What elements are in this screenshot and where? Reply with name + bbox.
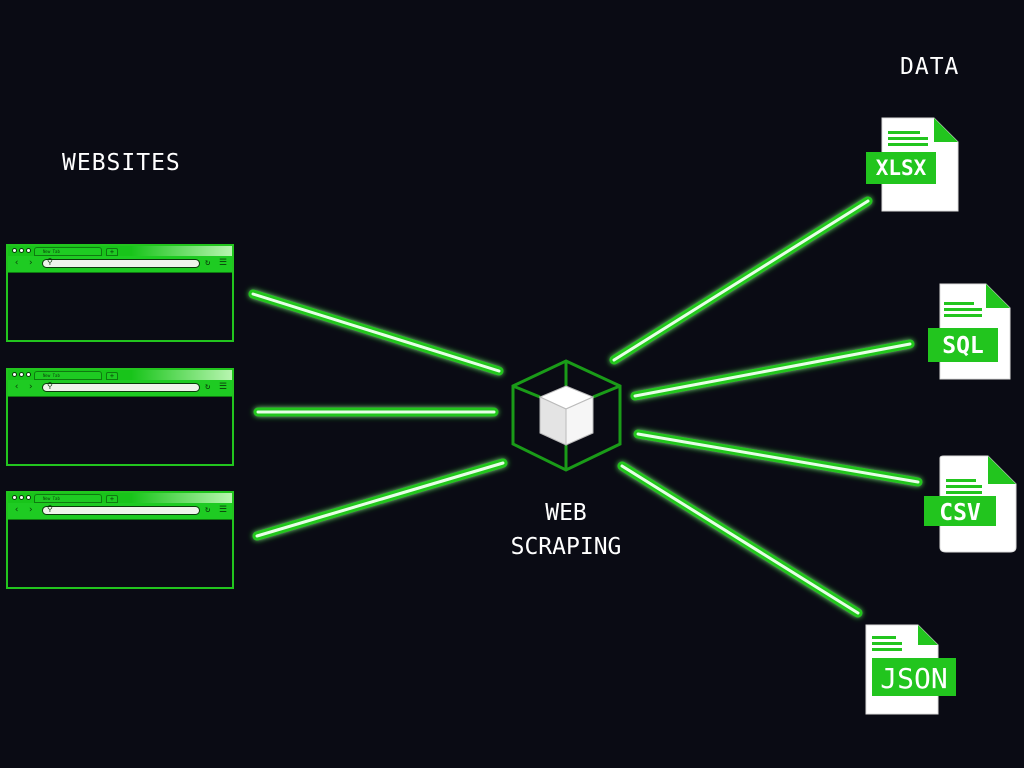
xlsx-label: XLSX bbox=[876, 156, 927, 180]
menu-icon[interactable]: ☰ bbox=[219, 505, 228, 515]
new-tab-button[interactable]: + bbox=[106, 495, 118, 503]
forward-icon[interactable]: › bbox=[28, 505, 34, 515]
address-bar[interactable]: ⚲ bbox=[42, 504, 200, 515]
browser-tab[interactable]: New Tab bbox=[34, 247, 102, 256]
cube-icon bbox=[511, 359, 622, 472]
window-dot-icon bbox=[12, 495, 17, 500]
window-dot-icon bbox=[19, 372, 24, 377]
window-dot-icon bbox=[26, 372, 31, 377]
reload-icon[interactable]: ↻ bbox=[205, 505, 211, 515]
back-icon[interactable]: ‹ bbox=[14, 258, 20, 268]
forward-icon[interactable]: › bbox=[28, 382, 34, 392]
back-icon[interactable]: ‹ bbox=[14, 505, 20, 515]
new-tab-button[interactable]: + bbox=[106, 372, 118, 380]
search-icon: ⚲ bbox=[47, 381, 53, 390]
websites-heading: WEBSITES bbox=[62, 150, 181, 176]
browser-toolbar: ‹ › ⚲ ↻ ☰ bbox=[8, 380, 232, 397]
back-icon[interactable]: ‹ bbox=[14, 382, 20, 392]
browser-tabbar: New Tab + bbox=[8, 246, 232, 256]
hub-label-line1: WEB bbox=[545, 500, 587, 526]
address-bar[interactable]: ⚲ bbox=[42, 257, 200, 268]
csv-label: CSV bbox=[939, 500, 981, 526]
window-dot-icon bbox=[12, 372, 17, 377]
browser-tab[interactable]: New Tab bbox=[34, 494, 102, 503]
window-dot-icon bbox=[26, 495, 31, 500]
web-scraping-label: WEB SCRAPING bbox=[496, 496, 636, 564]
hub-label-line2: SCRAPING bbox=[510, 534, 622, 560]
browser-toolbar: ‹ › ⚲ ↻ ☰ bbox=[8, 503, 232, 520]
browser-tabbar: New Tab + bbox=[8, 493, 232, 503]
browser-window-1: New Tab + ‹ › ⚲ ↻ ☰ bbox=[6, 244, 234, 342]
reload-icon[interactable]: ↻ bbox=[205, 258, 211, 268]
csv-file-icon: CSV bbox=[924, 455, 1017, 553]
json-label: JSON bbox=[880, 662, 947, 695]
browser-tab[interactable]: New Tab bbox=[34, 371, 102, 380]
browser-toolbar: ‹ › ⚲ ↻ ☰ bbox=[8, 256, 232, 273]
window-dot-icon bbox=[26, 248, 31, 253]
browser-window-2: New Tab + ‹ › ⚲ ↻ ☰ bbox=[6, 368, 234, 466]
reload-icon[interactable]: ↻ bbox=[205, 382, 211, 392]
window-dot-icon bbox=[19, 248, 24, 253]
sql-label: SQL bbox=[942, 333, 984, 359]
browser-tabbar: New Tab + bbox=[8, 370, 232, 380]
window-dot-icon bbox=[19, 495, 24, 500]
window-dot-icon bbox=[12, 248, 17, 253]
menu-icon[interactable]: ☰ bbox=[219, 382, 228, 392]
forward-icon[interactable]: › bbox=[28, 258, 34, 268]
search-icon: ⚲ bbox=[47, 257, 53, 266]
new-tab-button[interactable]: + bbox=[106, 248, 118, 256]
sql-file-icon: SQL bbox=[928, 283, 1011, 380]
address-bar[interactable]: ⚲ bbox=[42, 381, 200, 392]
xlsx-file-icon: XLSX bbox=[866, 117, 959, 212]
browser-window-3: New Tab + ‹ › ⚲ ↻ ☰ bbox=[6, 491, 234, 589]
data-heading: DATA bbox=[900, 54, 960, 80]
json-file-icon: JSON bbox=[865, 624, 956, 715]
menu-icon[interactable]: ☰ bbox=[219, 258, 228, 268]
search-icon: ⚲ bbox=[47, 504, 53, 513]
